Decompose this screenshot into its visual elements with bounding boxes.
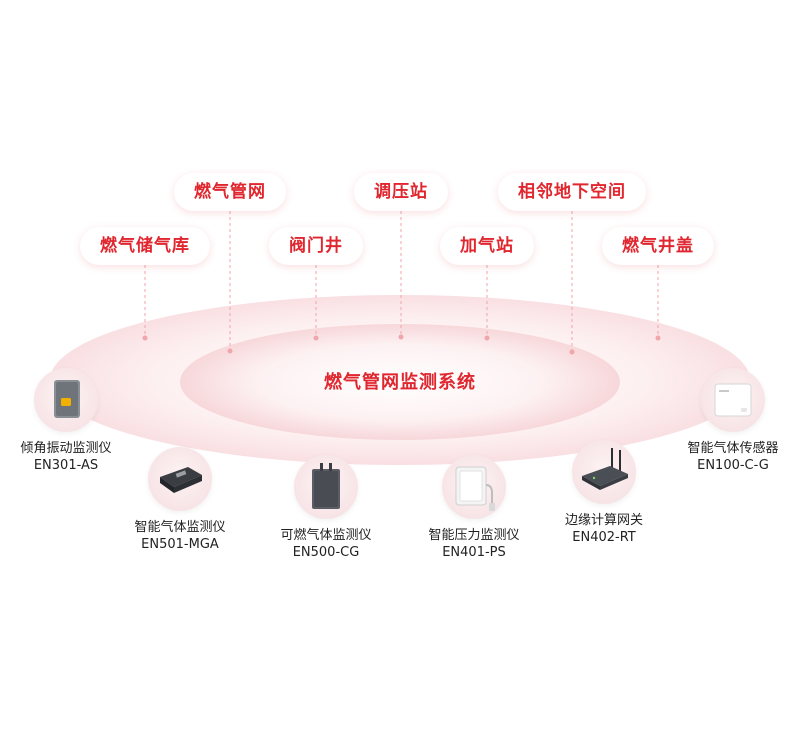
device-rt: 边缘计算网关 EN402-RT bbox=[539, 440, 669, 546]
connector-dots bbox=[142, 334, 661, 355]
scenario-regulator: 调压站 bbox=[354, 173, 448, 211]
gas-monitor-mga-image bbox=[148, 447, 212, 511]
scenario-valve-well: 阀门井 bbox=[269, 227, 363, 265]
device-tilt: 倾角振动监测仪 EN301-AS bbox=[1, 368, 131, 474]
device-name: 边缘计算网关 bbox=[564, 513, 643, 528]
device-cg: 可燃气体监测仪 EN500-CG bbox=[261, 455, 391, 561]
dot-underground bbox=[569, 349, 575, 355]
dot-filling-station bbox=[484, 335, 490, 341]
scenario-filling-station: 加气站 bbox=[440, 227, 534, 265]
device-model: EN301-AS bbox=[33, 458, 99, 473]
device-name: 可燃气体监测仪 bbox=[280, 528, 372, 543]
scenario-pipeline: 燃气管网 bbox=[174, 173, 286, 211]
device-ps: 智能压力监测仪 EN401-PS bbox=[409, 455, 539, 561]
device-name: 智能压力监测仪 bbox=[428, 528, 520, 543]
dot-valve-well bbox=[313, 335, 319, 341]
device-model: EN500-CG bbox=[292, 545, 360, 560]
tilt-monitor-image bbox=[34, 368, 98, 432]
device-name: 倾角振动监测仪 bbox=[20, 441, 112, 456]
combustible-gas-monitor-image bbox=[294, 455, 358, 519]
gas-sensor-image bbox=[701, 368, 765, 432]
scenario-well-cover: 燃气井盖 bbox=[602, 227, 714, 265]
inner-ring bbox=[180, 324, 620, 440]
system-title: 燃气管网监测系统 bbox=[324, 372, 476, 393]
connector-lines bbox=[144, 211, 659, 351]
device-name: 智能气体监测仪 bbox=[134, 520, 226, 535]
device-name: 智能气体传感器 bbox=[687, 441, 779, 456]
dot-storage bbox=[142, 335, 148, 341]
device-model: EN501-MGA bbox=[141, 537, 219, 552]
edge-gateway-image bbox=[572, 440, 636, 504]
device-sensor: 智能气体传感器 EN100-C-G bbox=[668, 368, 798, 474]
scenario-underground: 相邻地下空间 bbox=[498, 173, 646, 211]
device-model: EN402-RT bbox=[572, 530, 636, 545]
device-model: EN401-PS bbox=[442, 545, 506, 560]
device-model: EN100-C-G bbox=[697, 458, 769, 473]
pressure-monitor-image bbox=[442, 455, 506, 519]
dot-pipeline bbox=[227, 348, 233, 354]
scenario-storage: 燃气储气库 bbox=[80, 227, 210, 265]
dot-regulator bbox=[398, 334, 404, 340]
dot-well-cover bbox=[655, 335, 661, 341]
device-mga: 智能气体监测仪 EN501-MGA bbox=[115, 447, 245, 553]
